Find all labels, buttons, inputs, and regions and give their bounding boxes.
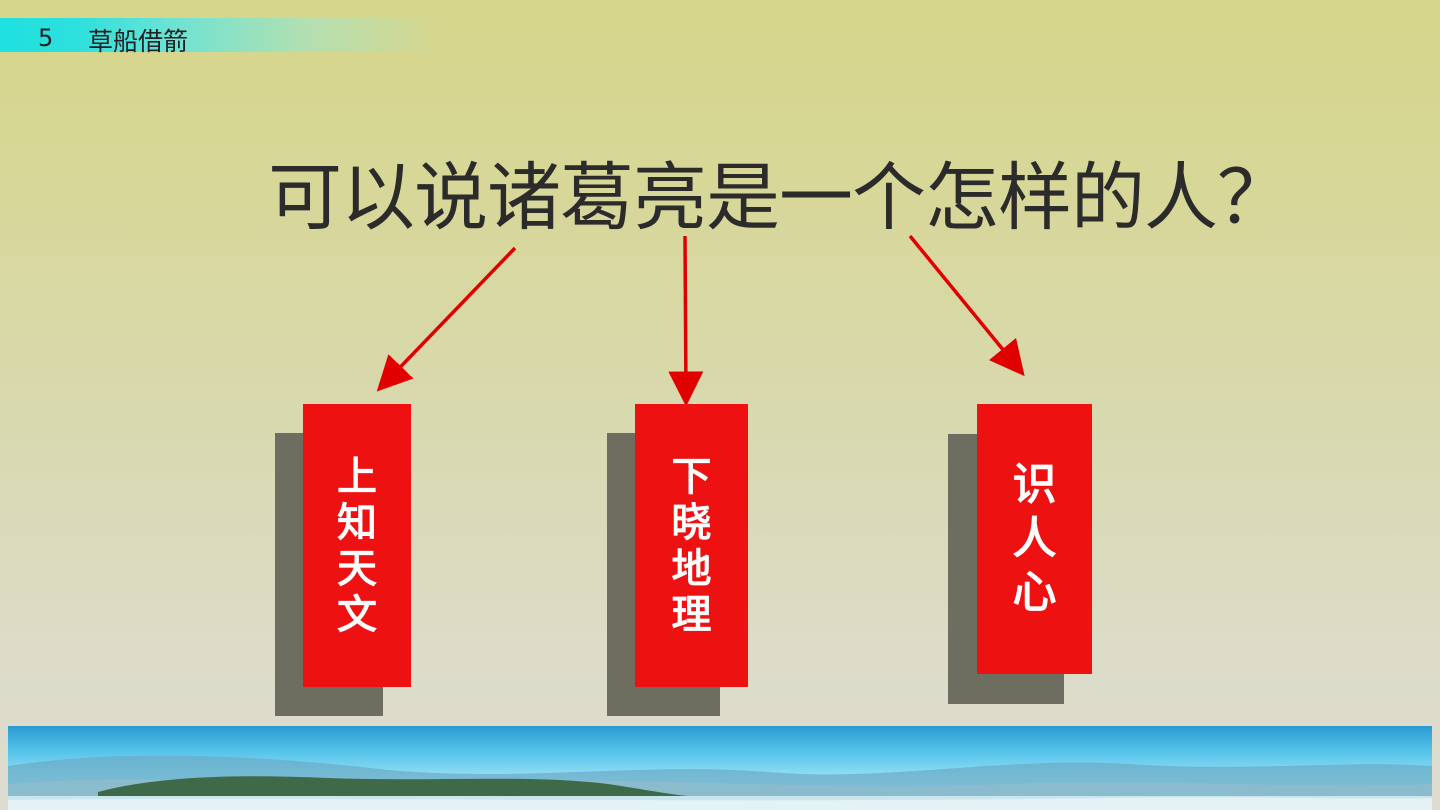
- arrow-right: [908, 234, 1025, 377]
- card-dili: 下 晓 地 理: [635, 404, 748, 687]
- card-char: 心: [1012, 567, 1057, 618]
- question-heading: 可以说诸葛亮是一个怎样的人？: [268, 155, 1291, 241]
- card-tianwen: 上 知 天 文: [303, 404, 411, 687]
- arrow-left: [376, 246, 517, 392]
- card-renxin: 识 人 心: [977, 404, 1092, 674]
- landscape-image: [8, 755, 1432, 810]
- arrow-middle: [668, 235, 704, 407]
- landscape-banner: [8, 726, 1432, 810]
- card-char: 理: [671, 591, 712, 638]
- card-char: 人: [1012, 513, 1057, 564]
- card-char: 下: [671, 453, 712, 500]
- card-char: 地: [671, 545, 712, 592]
- card-char: 天: [337, 545, 377, 592]
- card-char: 知: [337, 499, 377, 546]
- card-char: 上: [337, 453, 377, 500]
- card-char: 识: [1012, 459, 1057, 510]
- card-char: 晓: [671, 499, 712, 546]
- header-bar: [0, 18, 440, 52]
- card-char: 文: [337, 591, 377, 638]
- lesson-number: 5: [38, 24, 54, 52]
- lesson-title: 草船借箭: [88, 27, 189, 56]
